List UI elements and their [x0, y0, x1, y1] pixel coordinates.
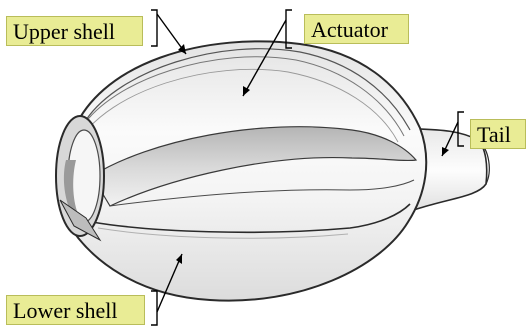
- upper-shell-leader: [151, 10, 157, 46]
- lower-shell-label: Lower shell: [6, 295, 145, 325]
- lower-shell-leader: [151, 291, 157, 325]
- upper-shell-label: Upper shell: [6, 16, 143, 46]
- tail-label: Tail: [470, 119, 526, 149]
- actuator-label: Actuator: [304, 14, 409, 44]
